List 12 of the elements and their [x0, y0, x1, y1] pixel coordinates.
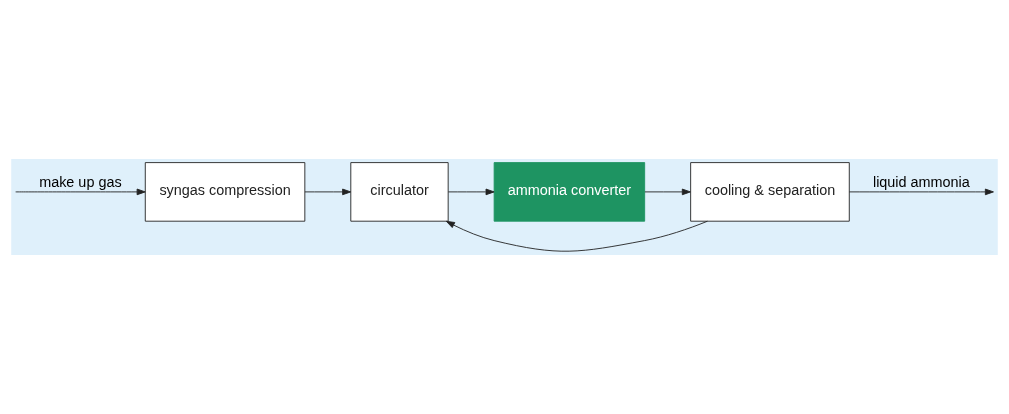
- edge-label: liquid ammonia: [872, 174, 970, 191]
- arrow: [304, 188, 352, 196]
- node-box: syngas compression: [144, 162, 306, 222]
- node-box: ammonia converter: [493, 162, 646, 222]
- arrow: [447, 188, 495, 196]
- arrow: [644, 188, 691, 196]
- arrow: [15, 188, 146, 196]
- arrow: [848, 188, 994, 196]
- edge-label: make up gas: [39, 174, 122, 191]
- arrow: [445, 220, 708, 252]
- node-box: circulator: [350, 162, 449, 222]
- node-box: cooling & separation: [690, 162, 850, 222]
